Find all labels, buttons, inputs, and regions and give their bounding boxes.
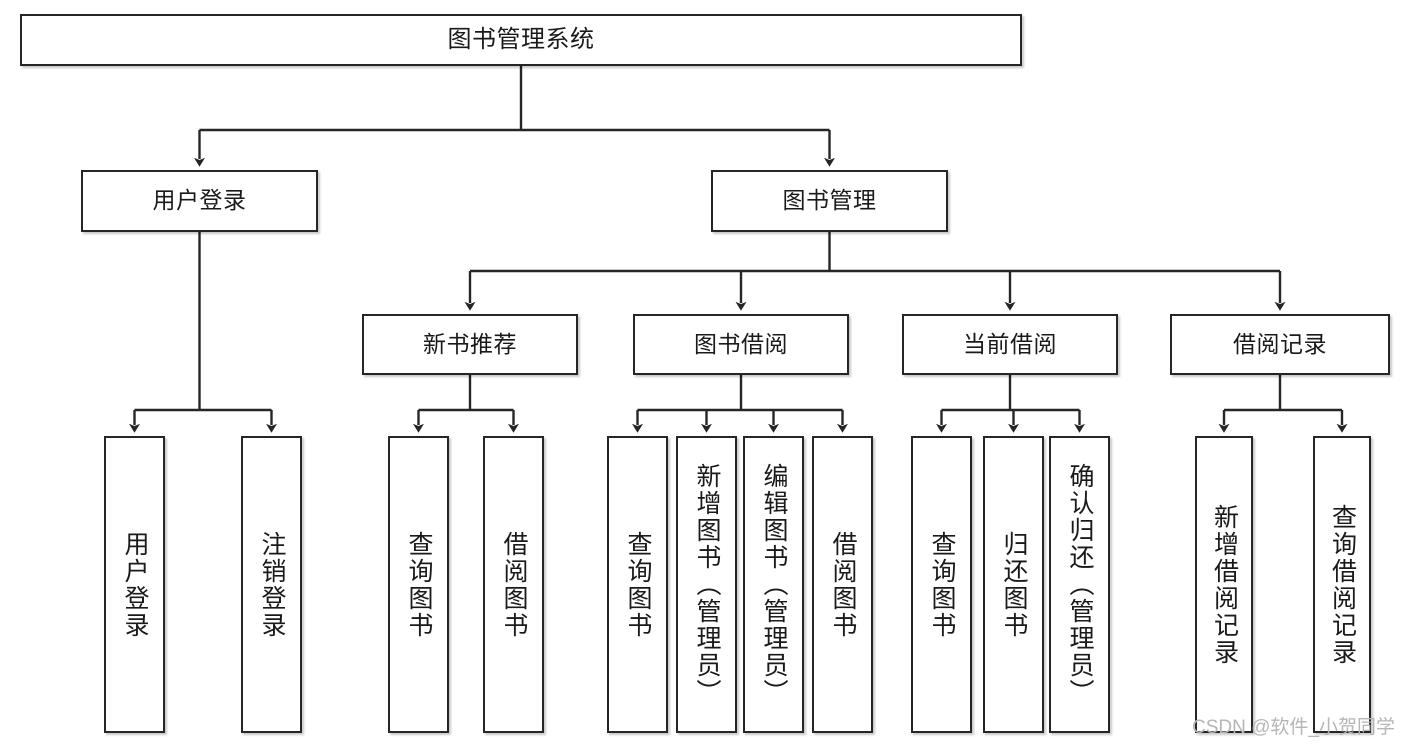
node-label: 借阅图书 xyxy=(829,530,857,639)
leaf-user-login[interactable]: 用户登录 xyxy=(104,436,165,733)
leaf-borrow-edit-book-admin[interactable]: 编辑图书（管理员） xyxy=(743,436,804,733)
node-label: 新增图书（管理员） xyxy=(693,463,721,706)
node-label: 新书推荐 xyxy=(423,330,517,357)
node-label: 编辑图书（管理员） xyxy=(760,463,788,706)
leaf-records-query-record[interactable]: 查询借阅记录 xyxy=(1313,436,1371,733)
node-label: 归还图书 xyxy=(1000,530,1028,639)
leaf-records-add-record[interactable]: 新增借阅记录 xyxy=(1195,436,1253,733)
node-label: 确认归还（管理员） xyxy=(1066,463,1094,706)
leaf-newbook-borrow-books[interactable]: 借阅图书 xyxy=(483,436,544,733)
csdn-watermark: CSDN @软件_小贺同学 xyxy=(1192,717,1395,738)
leaf-current-return-books[interactable]: 归还图书 xyxy=(983,436,1044,733)
leaf-current-query-books[interactable]: 查询图书 xyxy=(911,436,972,733)
node-label: 查询图书 xyxy=(928,530,956,639)
leaf-current-confirm-return-admin[interactable]: 确认归还（管理员） xyxy=(1049,436,1110,733)
node-label: 查询借阅记录 xyxy=(1328,503,1357,666)
node-book-management[interactable]: 图书管理 xyxy=(711,170,948,232)
node-label: 用户登录 xyxy=(152,187,247,214)
node-label: 查询图书 xyxy=(624,530,652,639)
node-book-borrow[interactable]: 图书借阅 xyxy=(633,314,849,375)
node-label: 查询图书 xyxy=(405,530,433,639)
node-new-book-recommend[interactable]: 新书推荐 xyxy=(362,314,578,375)
leaf-borrow-query-books[interactable]: 查询图书 xyxy=(607,436,668,733)
node-label: 借阅记录 xyxy=(1233,330,1327,357)
node-label: 图书借阅 xyxy=(694,330,788,357)
node-root-book-management-system[interactable]: 图书管理系统 xyxy=(20,14,1022,66)
node-label: 注销登录 xyxy=(258,530,286,639)
node-borrow-records[interactable]: 借阅记录 xyxy=(1170,314,1390,375)
node-user-login[interactable]: 用户登录 xyxy=(81,170,318,232)
leaf-newbook-query-books[interactable]: 查询图书 xyxy=(388,436,449,733)
node-label: 新增借阅记录 xyxy=(1210,503,1239,666)
node-current-borrow[interactable]: 当前借阅 xyxy=(902,314,1118,375)
node-label: 用户登录 xyxy=(121,530,149,639)
leaf-borrow-add-book-admin[interactable]: 新增图书（管理员） xyxy=(676,436,737,733)
leaf-borrow-borrow-books[interactable]: 借阅图书 xyxy=(812,436,873,733)
node-label: 当前借阅 xyxy=(963,330,1057,357)
node-label: 图书管理 xyxy=(782,187,877,214)
node-label: 图书管理系统 xyxy=(447,25,595,53)
node-label: 借阅图书 xyxy=(500,530,528,639)
leaf-logout[interactable]: 注销登录 xyxy=(241,436,302,733)
